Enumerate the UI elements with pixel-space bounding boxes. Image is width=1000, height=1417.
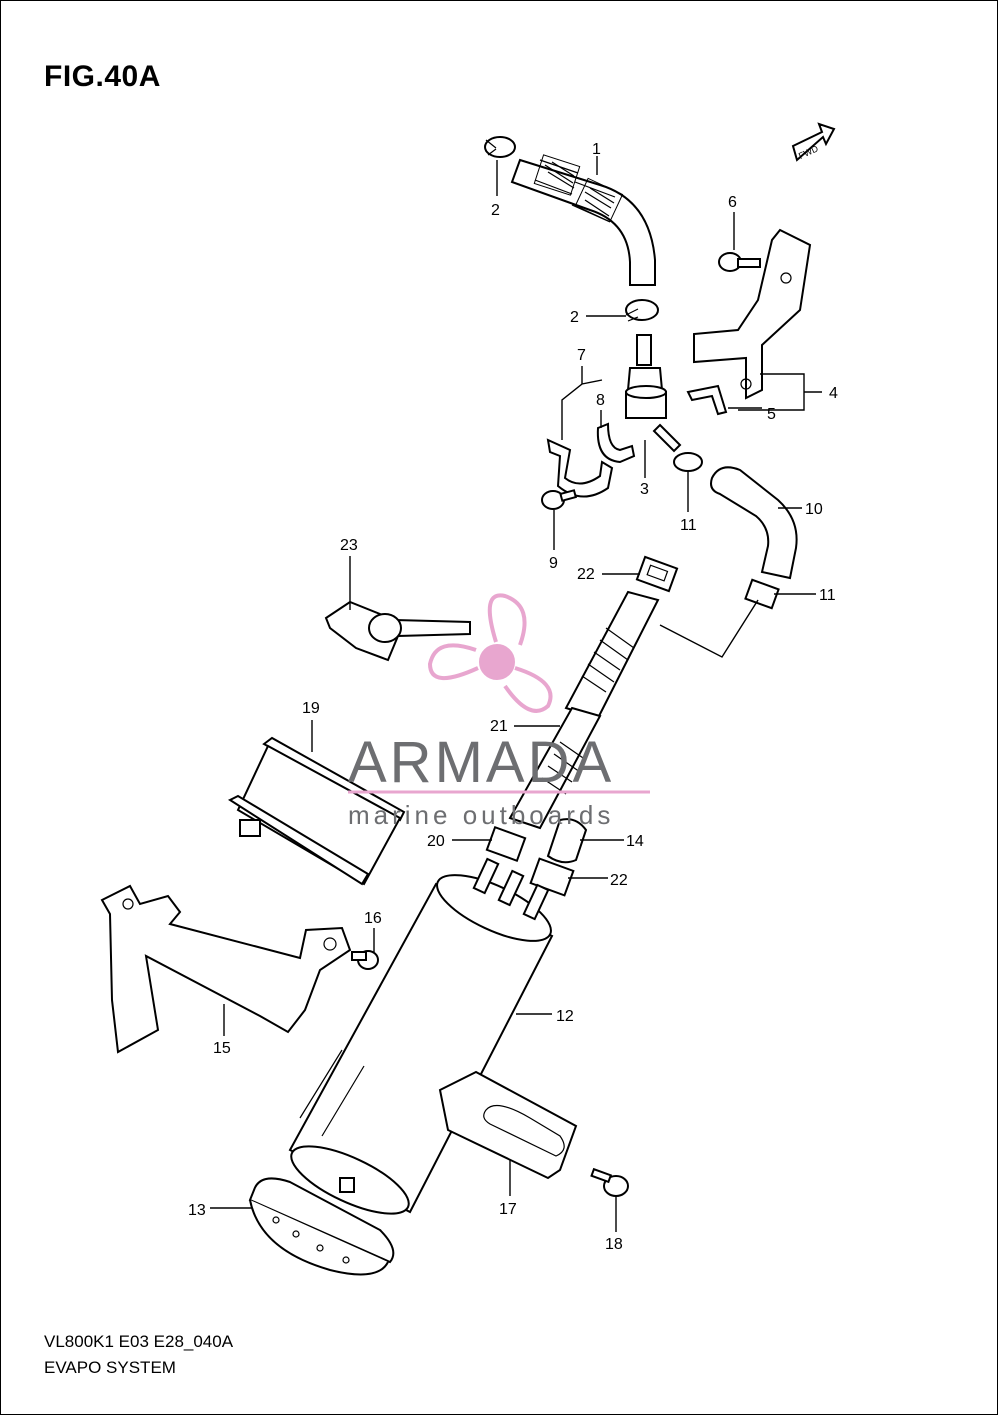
- callout-23: 23: [340, 537, 358, 554]
- hose-10: [710, 466, 798, 580]
- hose-upper: [510, 154, 656, 286]
- bolt-6: [718, 252, 761, 272]
- clip-22-upper: [635, 555, 679, 593]
- clamp-11-lower: [744, 578, 780, 610]
- callout-6: 6: [728, 194, 737, 211]
- callout-1: 1: [592, 141, 601, 158]
- armada-watermark: ARMADA marine outboards: [348, 593, 650, 830]
- fwd-arrow-icon: FWD: [791, 122, 836, 162]
- holder-17: [438, 1070, 578, 1180]
- clamp-middle: [625, 299, 659, 322]
- bracket-15: [100, 884, 352, 1054]
- diagram-code: VL800K1 E03 E28_040A: [44, 1332, 234, 1351]
- callout-numbers: 1 2 2 3 4 5 6 7 8 9 10 11 11 12 13 14 15…: [188, 141, 838, 1253]
- callout-2b: 2: [570, 309, 579, 326]
- callout-12: 12: [556, 1008, 574, 1025]
- callout-15: 15: [213, 1040, 231, 1057]
- figure-title: FIG.40A: [44, 60, 161, 93]
- watermark-brand: ARMADA: [348, 730, 614, 795]
- watermark-tagline: marine outboards: [348, 800, 614, 830]
- callout-18: 18: [605, 1236, 623, 1253]
- callout-9: 9: [549, 555, 558, 572]
- callout-3: 3: [640, 481, 649, 498]
- cap-13: [248, 1177, 395, 1276]
- section-name: EVAPO SYSTEM: [44, 1358, 176, 1377]
- callout-22b: 22: [610, 872, 628, 889]
- screw-9: [541, 489, 578, 510]
- callout-4: 4: [829, 385, 838, 402]
- screw-18: [590, 1167, 629, 1197]
- bracket-4: [693, 228, 812, 400]
- leader-lines: [210, 156, 822, 1232]
- clamp-11-upper: [673, 452, 703, 472]
- valve-3: [625, 334, 682, 453]
- callout-8: 8: [596, 392, 605, 409]
- callout-11a: 11: [680, 517, 697, 534]
- clip-20: [485, 825, 527, 863]
- cover-19: [227, 736, 406, 886]
- callout-17: 17: [499, 1201, 517, 1218]
- bracket-7: [546, 438, 614, 498]
- clip-5: [686, 384, 728, 416]
- callout-10: 10: [805, 501, 823, 518]
- hose-21: [508, 590, 660, 830]
- bracket-8: [596, 422, 636, 464]
- pipe-14: [546, 818, 588, 864]
- callout-13: 13: [188, 1202, 206, 1219]
- bolt-16: [351, 950, 379, 970]
- callout-21: 21: [490, 718, 508, 735]
- canister-12: [288, 857, 554, 1215]
- valve-23: [324, 600, 471, 662]
- callout-20: 20: [427, 833, 445, 850]
- callout-11b: 11: [819, 587, 836, 604]
- callout-22a: 22: [577, 566, 595, 583]
- callout-7: 7: [577, 347, 586, 364]
- callout-14: 14: [626, 833, 644, 850]
- callout-19: 19: [302, 700, 320, 717]
- callout-5: 5: [767, 406, 776, 423]
- callout-16: 16: [364, 910, 382, 927]
- propeller-logo-icon: [427, 593, 553, 713]
- clamp-top: [484, 136, 516, 158]
- callout-2a: 2: [491, 202, 500, 219]
